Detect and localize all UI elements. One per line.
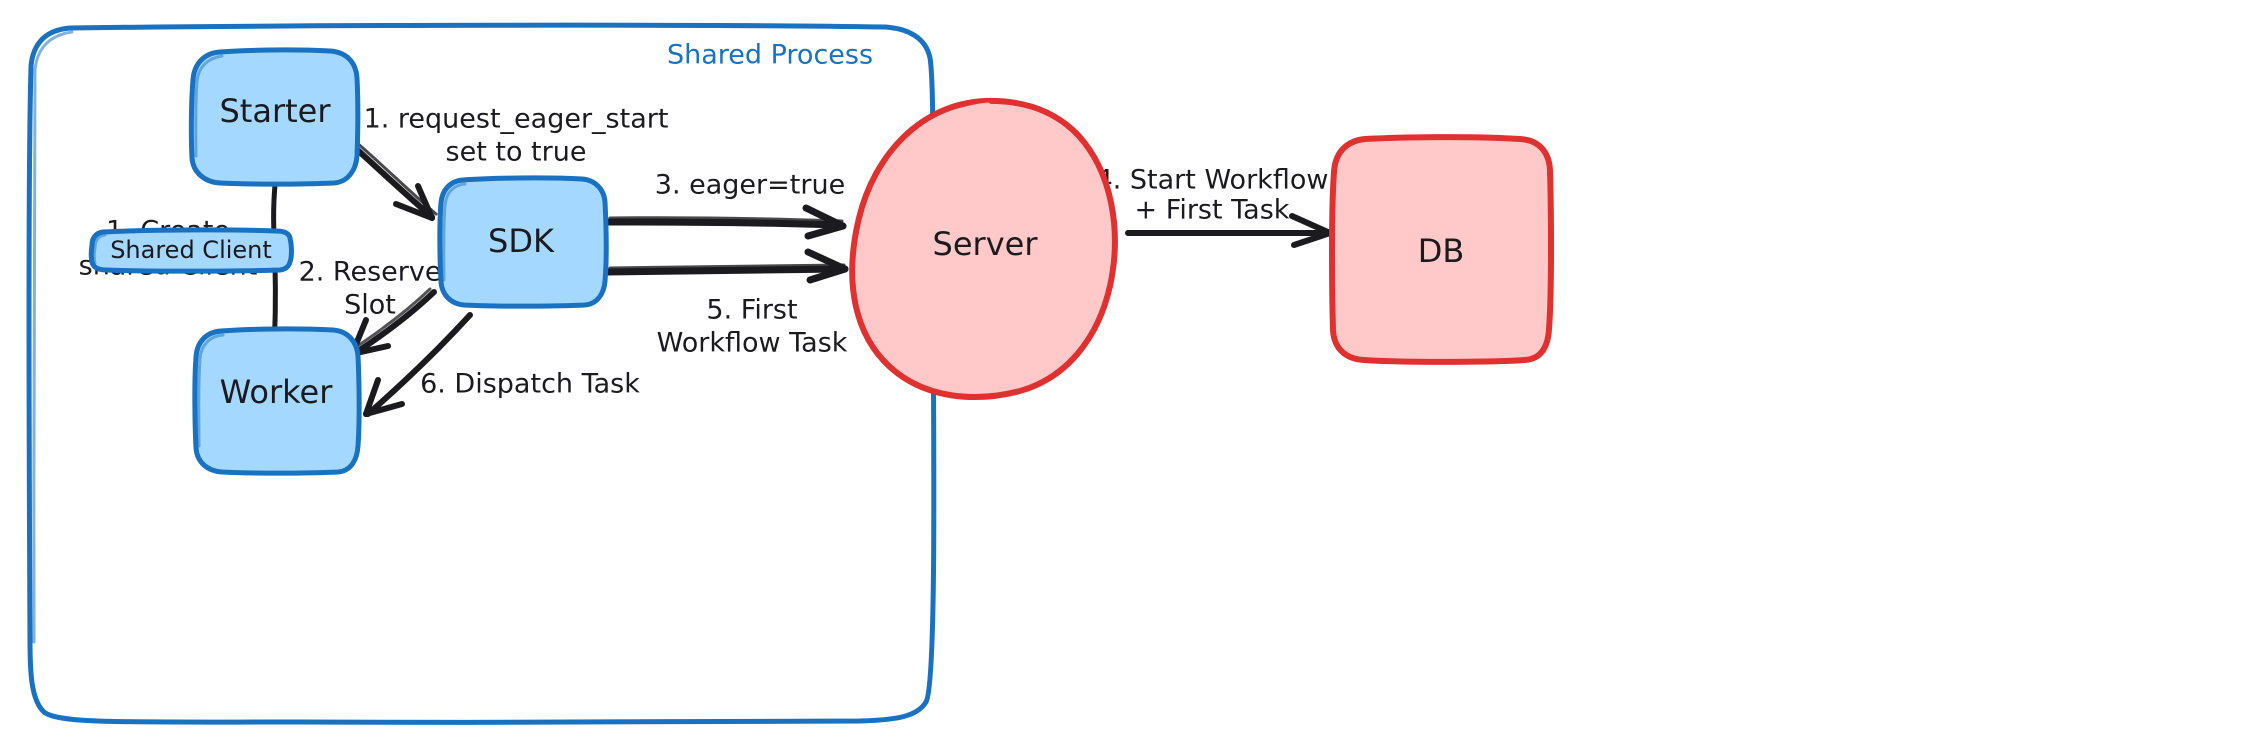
- node-sdk-shape: [437, 175, 609, 309]
- arrowhead-dispatch-task-lower: [363, 377, 381, 417]
- arrowhead-request-eager-start-upper: [393, 201, 435, 221]
- arrowhead-start-workflow-upper: [1289, 213, 1333, 236]
- group-shared-process[interactable]: Shared Process: [26, 22, 937, 725]
- node-worker-label: Worker: [220, 373, 334, 411]
- edge-label-dispatch-task-line1: 6. Dispatch Task: [420, 369, 640, 400]
- node-db-label: DB: [1418, 232, 1465, 270]
- arrowhead-start-workflow-lower: [1291, 230, 1333, 248]
- node-shared-client-label: Shared Client: [110, 236, 272, 264]
- node-db-shape: [1329, 134, 1554, 365]
- edge-dispatch-task[interactable]: 6. Dispatch Task: [363, 312, 640, 417]
- shared-process-label: Shared Process: [667, 40, 873, 71]
- node-worker-shape-accent: [197, 333, 225, 448]
- node-worker[interactable]: Worker: [192, 326, 362, 476]
- arrowhead-eager-true-lower: [804, 222, 847, 240]
- node-shared-client-shape: [88, 227, 294, 274]
- node-worker-shape: [192, 326, 362, 476]
- node-shared-client-shape-accent: [92, 233, 107, 265]
- node-sdk-shape-accent: [442, 182, 467, 282]
- edge-label-eager-true-line1: 3. eager=true: [655, 170, 845, 201]
- arrowhead-first-workflow-task-upper: [804, 248, 849, 273]
- edge-label-first-workflow-task-line2: Workflow Task: [657, 328, 848, 359]
- arrowhead-dispatch-task-upper: [363, 401, 405, 417]
- edge-start-workflow-first-task[interactable]: 4. Start Workflow + First Task: [1096, 165, 1333, 248]
- node-shared-client[interactable]: Shared Client: [88, 227, 294, 274]
- edge-request-eager-start[interactable]: 1. request_eager_start set to true: [349, 104, 669, 221]
- edge-label-first-workflow-task-line1: 5. First: [706, 295, 797, 326]
- edge-label-request-eager-start-line1: 1. request_eager_start: [364, 104, 669, 135]
- node-server-label: Server: [933, 225, 1039, 263]
- edge-line-eager-true: [603, 218, 844, 229]
- node-server-shape-accent: [869, 102, 991, 221]
- node-db[interactable]: DB: [1329, 134, 1554, 365]
- edge-label-request-eager-start-line2: set to true: [446, 137, 587, 168]
- edge-label-start-workflow-line1: 4. Start Workflow: [1096, 165, 1329, 196]
- node-starter-shape: [188, 47, 361, 187]
- node-starter-shape-accent: [194, 54, 224, 158]
- node-server[interactable]: Server: [849, 97, 1118, 400]
- edge-label-reserve-slot-line2: Slot: [344, 290, 396, 321]
- node-starter-label: Starter: [219, 92, 331, 130]
- edge-line-reserve-slot-accent: [348, 287, 432, 353]
- edge-line-first-workflow-task-accent: [608, 263, 846, 270]
- edge-eager-true[interactable]: 3. eager=true: [603, 170, 847, 240]
- edge-line-eager-true-accent: [608, 216, 844, 223]
- arrowhead-first-workflow-task-lower: [806, 265, 849, 284]
- node-sdk[interactable]: SDK: [437, 175, 609, 309]
- edge-label-start-workflow-line2: + First Task: [1135, 195, 1290, 226]
- node-server-shape: [849, 97, 1118, 400]
- edge-line-first-workflow-task: [603, 265, 846, 276]
- edge-line-dispatch-task: [365, 312, 473, 417]
- shared-process-border-accent: [32, 30, 74, 644]
- node-starter[interactable]: Starter: [188, 47, 361, 187]
- node-sdk-label: SDK: [488, 222, 555, 260]
- edge-line-request-eager-start: [349, 142, 435, 220]
- arrowhead-request-eager-start-lower: [415, 183, 435, 221]
- arrowhead-eager-true-upper: [802, 204, 847, 230]
- edge-label-reserve-slot-line1: 2. Reserve: [299, 257, 442, 288]
- edge-line-reserve-slot: [351, 289, 437, 357]
- edge-first-workflow-task[interactable]: 5. First Workflow Task: [603, 248, 849, 359]
- shared-process-border: [26, 22, 937, 725]
